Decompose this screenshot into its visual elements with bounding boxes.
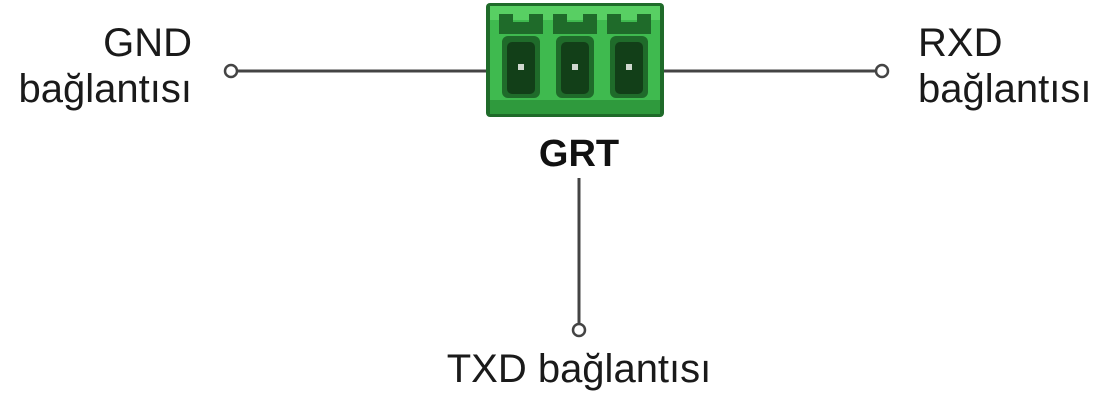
rxd-label-line2: bağlantısı xyxy=(918,67,1092,111)
txd-label: TXD bağlantısı xyxy=(446,347,712,391)
gnd-label-line1: GND xyxy=(103,21,192,65)
gnd-label: GND bağlantısı xyxy=(19,20,192,112)
rxd-label-line1: RXD xyxy=(918,21,1003,65)
terminal-block-connector xyxy=(486,3,664,117)
rxd-terminal xyxy=(874,63,890,79)
txd-terminal xyxy=(571,322,587,338)
connector-label: GRT xyxy=(538,133,620,175)
connector-pin xyxy=(553,14,597,98)
connector-pin xyxy=(607,14,651,98)
gnd-terminal xyxy=(223,63,239,79)
gnd-label-line2: bağlantısı xyxy=(18,67,192,111)
connector-pin xyxy=(499,14,543,98)
rxd-label: RXD bağlantısı xyxy=(918,20,1091,112)
